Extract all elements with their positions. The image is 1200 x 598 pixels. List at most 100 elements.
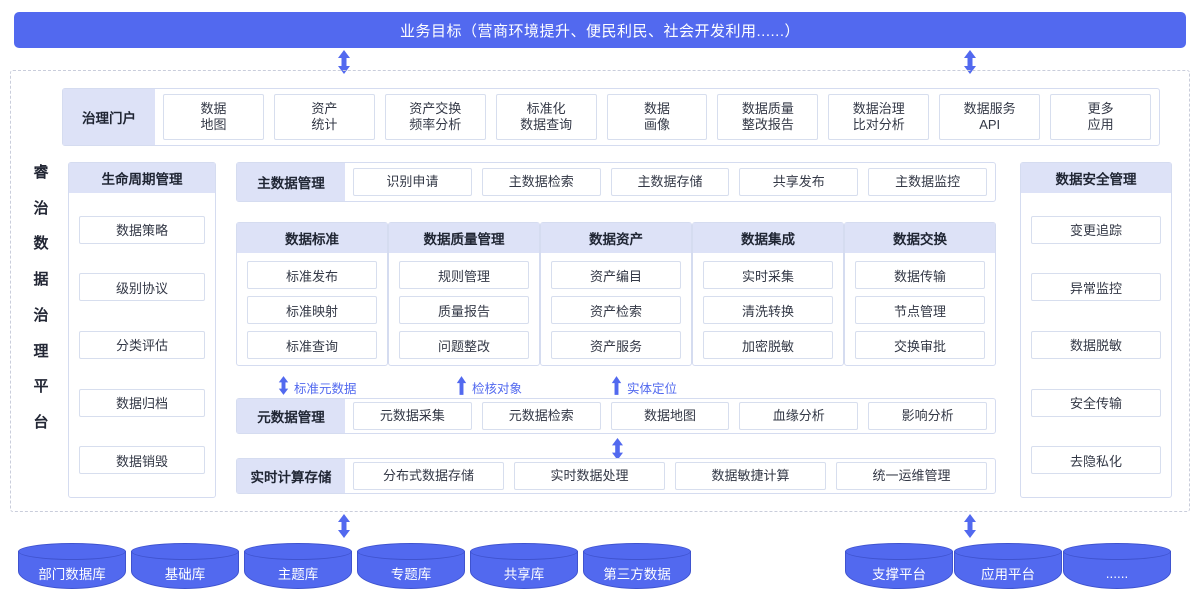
domain-item-data-transfer[interactable]: 数据传输: [855, 261, 985, 289]
master-data-item-search[interactable]: 主数据检索: [481, 168, 601, 196]
data-source-third-party[interactable]: 第三方数据: [583, 543, 691, 589]
domain-card-data-quality: 数据质量管理 规则管理 质量报告 问题整改: [388, 222, 540, 366]
metadata-item-search[interactable]: 元数据检索: [481, 402, 601, 430]
cylinder-label: 主题库: [277, 567, 319, 582]
cylinder-top: [18, 543, 126, 560]
governance-portal-title: 治理门户: [63, 89, 155, 145]
chip-line1: 数据: [644, 100, 671, 116]
master-data-item-storage[interactable]: 主数据存储: [610, 168, 730, 196]
vtitle-char-4: 治: [33, 306, 49, 324]
domain-item-standard-publish[interactable]: 标准发布: [247, 261, 377, 289]
security-item-change-tracking[interactable]: 变更追踪: [1031, 215, 1161, 244]
platform-frame: [10, 70, 1190, 512]
data-source-application-platform[interactable]: 应用平台: [954, 543, 1062, 589]
domain-card-data-integration: 数据集成 实时采集 清洗转换 加密脱敏: [692, 222, 844, 366]
portal-item-asset-statistics[interactable]: 资产 统计: [273, 94, 375, 140]
realtime-item-distributed-storage[interactable]: 分布式数据存储: [353, 462, 504, 490]
data-source-basic-db[interactable]: 基础库: [131, 543, 239, 589]
governance-portal-band: 治理门户 数据 地图 资产 统计 资产交换 频率分析 标准化 数据查询 数据 画…: [62, 88, 1160, 146]
realtime-item-unified-ops[interactable]: 统一运维管理: [836, 462, 987, 490]
lifecycle-title: 生命周期管理: [69, 163, 215, 193]
portal-item-asset-exchange-frequency[interactable]: 资产交换 频率分析: [384, 94, 486, 140]
lifecycle-management-card: 生命周期管理 数据策略 级别协议 分类评估 数据归档 数据销毁: [68, 162, 216, 498]
top-right-double-arrow-icon: [963, 50, 977, 74]
domain-card-data-asset: 数据资产 资产编目 资产检索 资产服务: [540, 222, 692, 366]
relation-label-text: 检核对象: [472, 381, 523, 396]
data-source-subject-db[interactable]: 主题库: [244, 543, 352, 589]
relation-label-text: 标准元数据: [294, 381, 357, 396]
cylinder-label: 支撑平台: [872, 567, 926, 582]
double-arrow-icon: [278, 376, 289, 398]
domain-items-data-asset: 资产编目 资产检索 资产服务: [541, 253, 691, 367]
domain-item-standard-mapping[interactable]: 标准映射: [247, 296, 377, 324]
chip-line1: 数据: [200, 100, 227, 116]
master-data-item-identification-apply[interactable]: 识别申请: [353, 168, 472, 196]
master-data-item-share-publish[interactable]: 共享发布: [739, 168, 859, 196]
domain-item-node-management[interactable]: 节点管理: [855, 296, 985, 324]
lifecycle-item-data-strategy[interactable]: 数据策略: [79, 215, 205, 244]
cylinder-top: [244, 543, 352, 560]
metadata-item-impact-analysis[interactable]: 影响分析: [868, 402, 987, 430]
security-item-data-desensitization[interactable]: 数据脱敏: [1031, 330, 1161, 359]
security-item-secure-transmission[interactable]: 安全传输: [1031, 388, 1161, 417]
domain-card-data-exchange: 数据交换 数据传输 节点管理 交换审批: [844, 222, 996, 366]
metadata-item-lineage-analysis[interactable]: 血缘分析: [739, 402, 859, 430]
domain-item-cleansing-transform[interactable]: 清洗转换: [703, 296, 833, 324]
relation-entity-location: 实体定位: [611, 376, 677, 398]
portal-item-more-apps[interactable]: 更多 应用: [1050, 94, 1152, 140]
chip-line2: API: [979, 117, 1001, 132]
domain-item-realtime-collection[interactable]: 实时采集: [703, 261, 833, 289]
security-item-anomaly-monitoring[interactable]: 异常监控: [1031, 273, 1161, 302]
chip-line1: 标准化: [526, 100, 566, 116]
lifecycle-item-data-archive[interactable]: 数据归档: [79, 388, 205, 417]
cylinder-label: ......: [1105, 565, 1129, 581]
domain-title-data-standard: 数据标准: [237, 223, 387, 253]
metadata-item-data-map[interactable]: 数据地图: [610, 402, 730, 430]
data-source-department-db[interactable]: 部门数据库: [18, 543, 126, 589]
chip-line2: 应用: [1087, 117, 1114, 132]
portal-item-quality-rectification-report[interactable]: 数据质量 整改报告: [717, 94, 819, 140]
domain-item-asset-search[interactable]: 资产检索: [551, 296, 681, 324]
portal-item-data-service-api[interactable]: 数据服务 API: [939, 94, 1041, 140]
domain-item-quality-report[interactable]: 质量报告: [399, 296, 529, 324]
chip-line1: 数据治理: [852, 100, 905, 116]
data-source-support-platform[interactable]: 支撑平台: [845, 543, 953, 589]
data-source-topic-db[interactable]: 专题库: [357, 543, 465, 589]
master-data-items: 识别申请 主数据检索 主数据存储 共享发布 主数据监控: [345, 163, 995, 201]
lifecycle-item-classification-assessment[interactable]: 分类评估: [79, 330, 205, 359]
metadata-management-band: 元数据管理 元数据采集 元数据检索 数据地图 血缘分析 影响分析: [236, 398, 996, 434]
chip-line2: 地图: [200, 117, 227, 132]
lifecycle-item-level-agreement[interactable]: 级别协议: [79, 273, 205, 302]
cylinder-top: [470, 543, 578, 560]
portal-item-data-map[interactable]: 数据 地图: [163, 94, 264, 140]
business-goal-banner: 业务目标（营商环境提升、便民利民、社会开发利用......）: [14, 12, 1186, 48]
data-source-more[interactable]: ......: [1063, 543, 1171, 589]
domain-item-exchange-approval[interactable]: 交换审批: [855, 331, 985, 359]
domain-item-encrypt-desensitize[interactable]: 加密脱敏: [703, 331, 833, 359]
lifecycle-item-data-destruction[interactable]: 数据销毁: [79, 446, 205, 475]
metadata-relation-labels: 标准元数据 检核对象 实体定位: [236, 376, 996, 398]
data-source-shared-db[interactable]: 共享库: [470, 543, 578, 589]
master-data-item-monitor[interactable]: 主数据监控: [868, 168, 987, 196]
domain-item-asset-service[interactable]: 资产服务: [551, 331, 681, 359]
cylinder-top: [845, 543, 953, 560]
domain-item-standard-query[interactable]: 标准查询: [247, 331, 377, 359]
portal-item-standardized-query[interactable]: 标准化 数据查询: [495, 94, 597, 140]
realtime-item-realtime-processing[interactable]: 实时数据处理: [514, 462, 665, 490]
cylinder-label: 共享库: [503, 567, 545, 582]
portal-item-governance-comparison[interactable]: 数据治理 比对分析: [828, 94, 930, 140]
cylinder-label: 专题库: [390, 567, 432, 582]
chip-line2: 画像: [644, 117, 671, 132]
relation-standard-metadata: 标准元数据: [278, 376, 357, 398]
portal-item-data-profile[interactable]: 数据 画像: [606, 94, 708, 140]
realtime-item-agile-computing[interactable]: 数据敏捷计算: [675, 462, 826, 490]
domain-item-asset-catalog[interactable]: 资产编目: [551, 261, 681, 289]
cylinder-top: [131, 543, 239, 560]
cylinder-top: [1063, 543, 1171, 560]
domain-item-issue-rectification[interactable]: 问题整改: [399, 331, 529, 359]
relation-label-text: 实体定位: [627, 381, 678, 396]
domain-item-rule-management[interactable]: 规则管理: [399, 261, 529, 289]
governance-portal-items: 数据 地图 资产 统计 资产交换 频率分析 标准化 数据查询 数据 画像 数据质…: [155, 89, 1159, 145]
metadata-item-collection[interactable]: 元数据采集: [353, 402, 472, 430]
security-item-de-privacy[interactable]: 去隐私化: [1031, 446, 1161, 475]
